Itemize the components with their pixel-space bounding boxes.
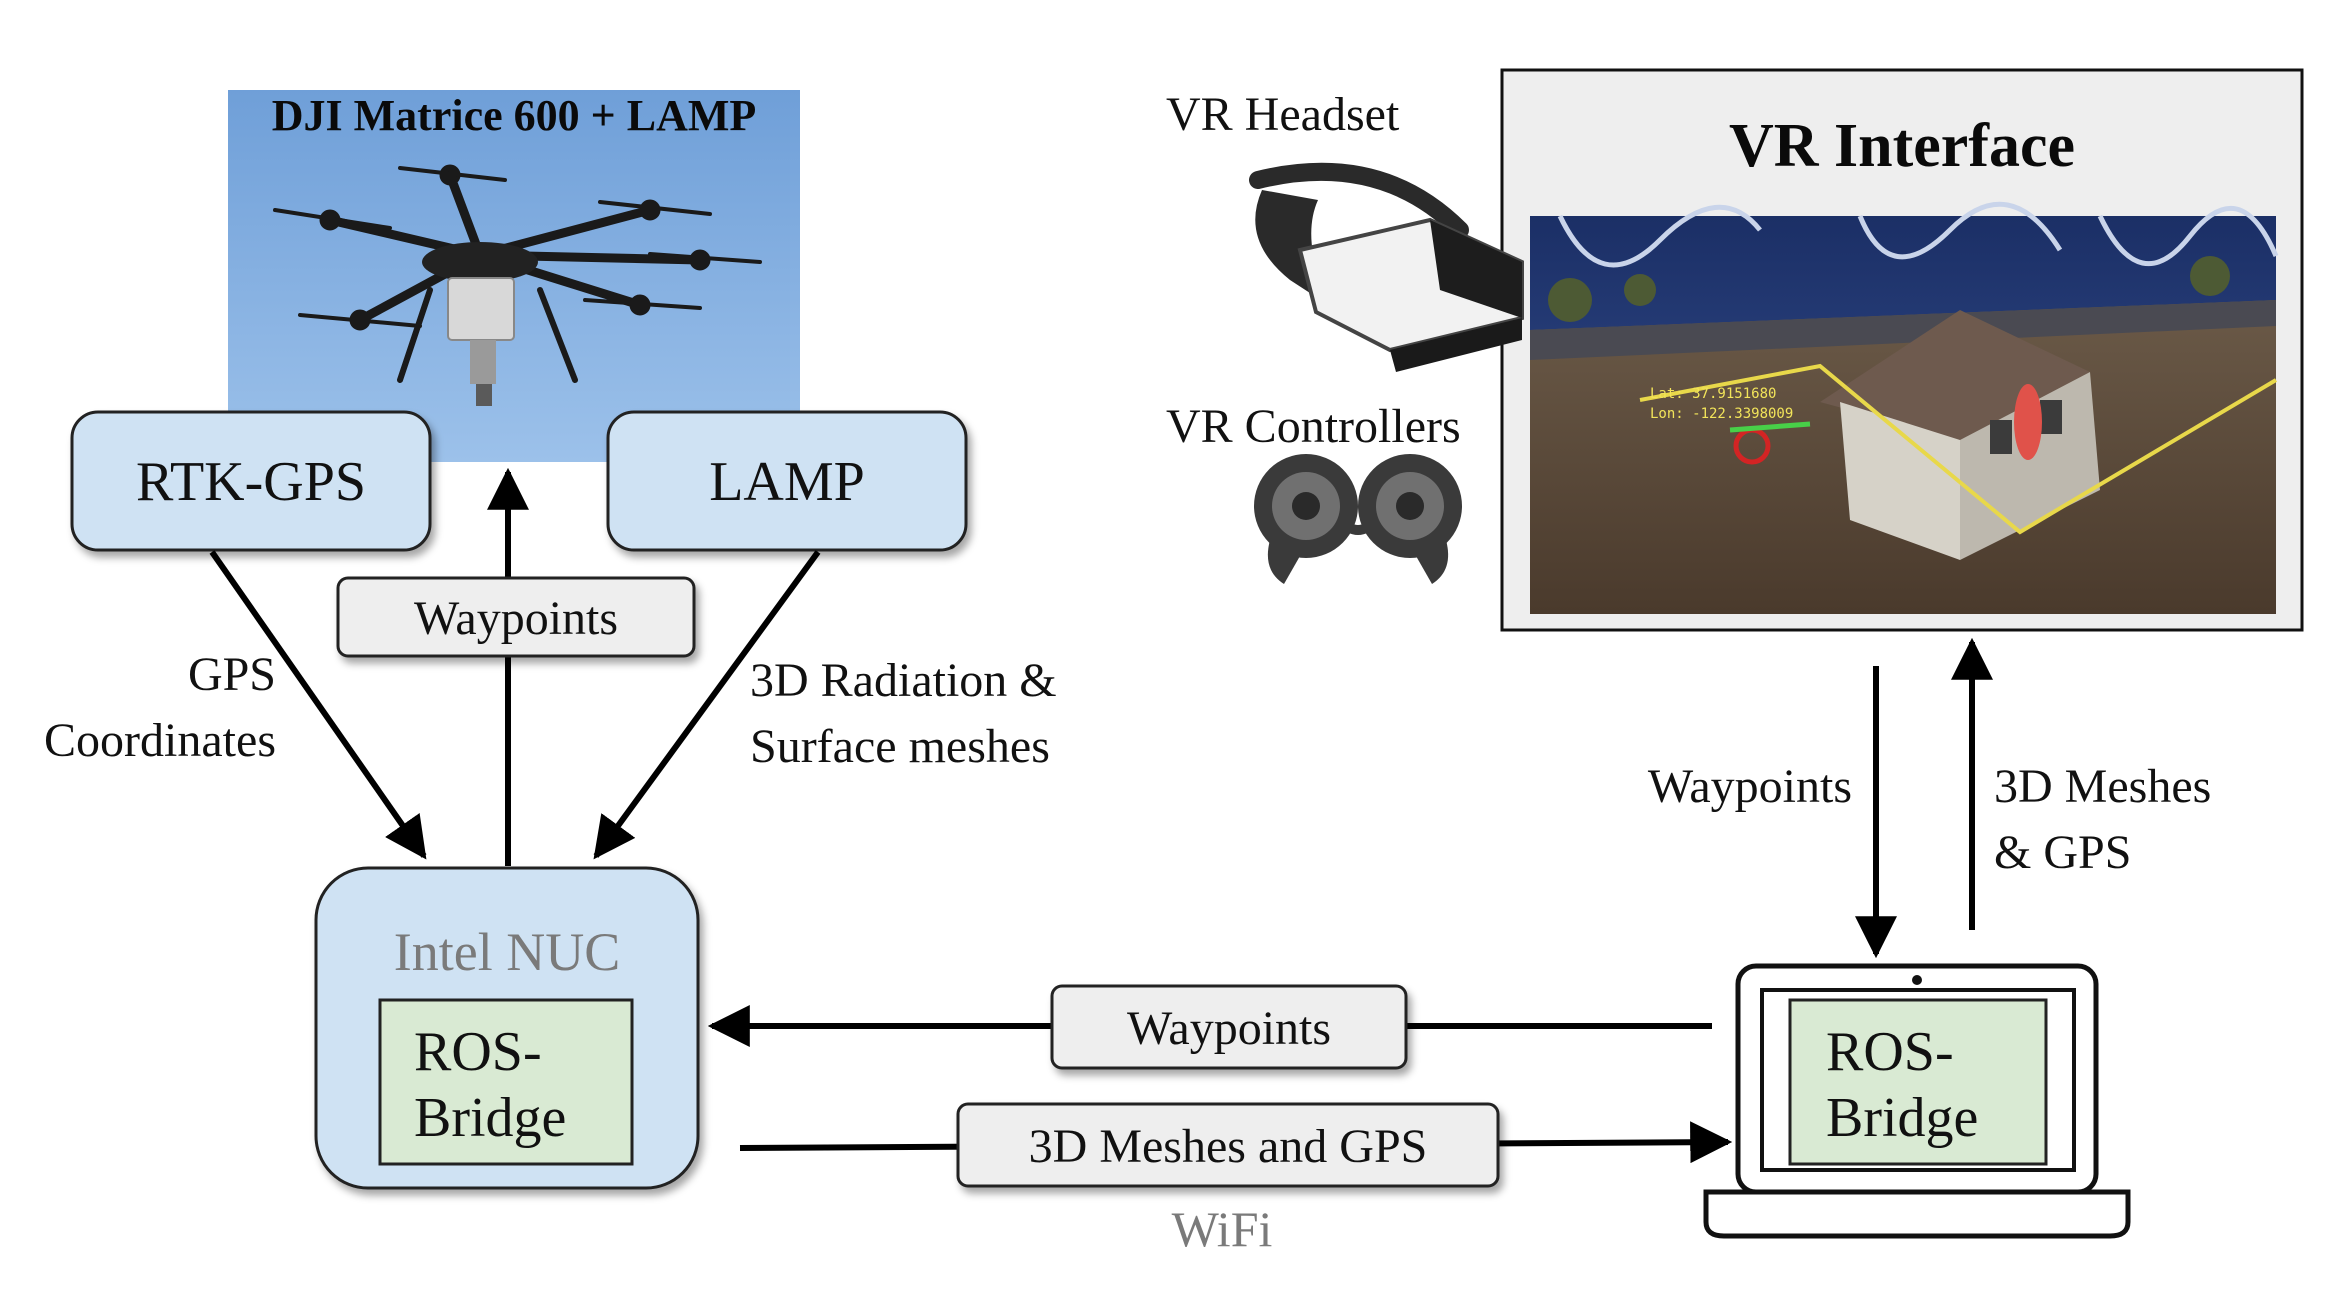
vr-controllers-label: VR Controllers (1166, 400, 1461, 453)
gps-coordinates-line2: Coordinates (44, 714, 276, 767)
meshes-gps-vr-line1: 3D Meshes (1994, 760, 2211, 813)
vr-screen-lon: Lon: -122.3398009 (1650, 406, 1793, 422)
vr-headset-label: VR Headset (1166, 88, 1400, 141)
waypoints-drone-label: Waypoints (336, 576, 696, 658)
ros-bridge-nuc-line2: Bridge (414, 1087, 566, 1149)
vr-interface-panel: VR Interface Lat: 37.9151680 (1500, 68, 2304, 632)
ros-bridge-laptop-line2: Bridge (1826, 1087, 1978, 1149)
wifi-label: WiFi (1172, 1201, 1273, 1257)
arrow-gps-to-nuc (209, 550, 427, 860)
vr-controllers-icon (1254, 454, 1462, 584)
waypoints-wifi-text: Waypoints (1127, 1002, 1331, 1055)
meshes-gps-vr-line2: & GPS (1994, 826, 2131, 879)
vr-headset-icon (1249, 162, 1524, 372)
radiation-line1: 3D Radiation & (750, 654, 1057, 707)
intel-nuc-box: Intel NUC ROS- Bridge (314, 866, 700, 1190)
radiation-line2: Surface meshes (750, 720, 1050, 773)
vr-screen-lat: Lat: 37.9151680 (1650, 386, 1776, 402)
meshes-gps-wifi-label: 3D Meshes and GPS (956, 1102, 1500, 1188)
ros-bridge-laptop-line1: ROS- (1826, 1021, 1954, 1083)
rtk-gps-label: RTK-GPS (136, 451, 366, 513)
drone-title: DJI Matrice 600 + LAMP (272, 91, 757, 140)
lamp-box: LAMP (606, 410, 968, 552)
waypoints-drone-text: Waypoints (414, 592, 618, 645)
drone-photo: DJI Matrice 600 + LAMP (228, 90, 800, 462)
meshes-gps-wifi-text: 3D Meshes and GPS (1029, 1120, 1428, 1173)
hexacopter-icon (273, 164, 762, 383)
waypoints-vr-text: Waypoints (1648, 760, 1852, 813)
arrow-lamp-to-nuc (593, 550, 821, 860)
vr-scene-screenshot: Lat: 37.9151680 Lon: -122.3398009 (1530, 201, 2279, 614)
ros-bridge-nuc-line1: ROS- (414, 1021, 542, 1083)
vr-interface-title: VR Interface (1729, 112, 2075, 180)
rtk-gps-box: RTK-GPS (70, 410, 432, 552)
waypoints-wifi-label: Waypoints (1050, 984, 1408, 1070)
lamp-label: LAMP (709, 451, 865, 513)
gps-coordinates-line1: GPS (188, 648, 276, 701)
laptop-icon: ROS- Bridge (1703, 963, 2131, 1239)
intel-nuc-label: Intel NUC (394, 922, 620, 982)
